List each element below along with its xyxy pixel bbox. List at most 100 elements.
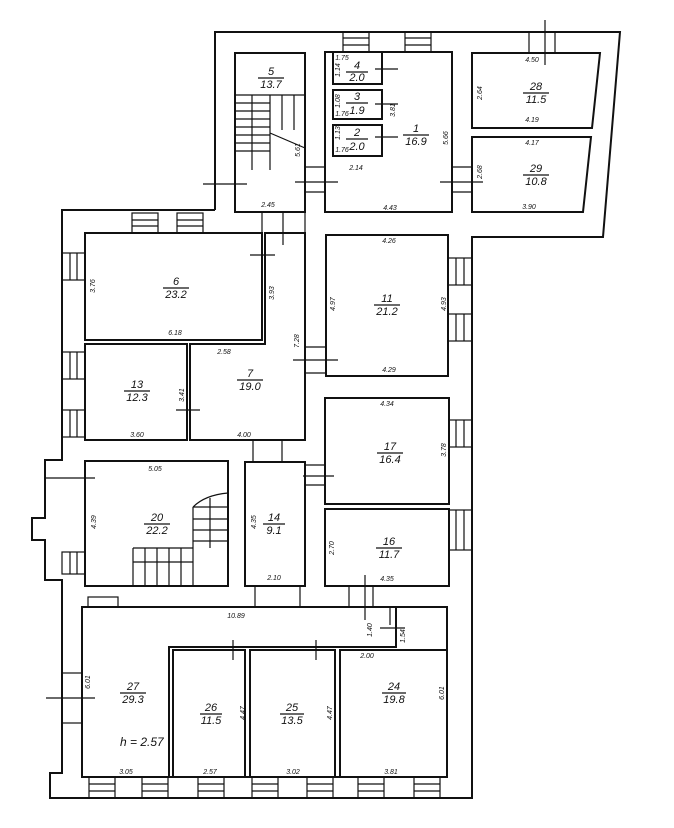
- svg-text:16.4: 16.4: [379, 454, 400, 466]
- dimension: 3.05: [119, 769, 133, 776]
- dimension: 2.70: [329, 541, 336, 556]
- windows: [61, 31, 556, 799]
- room-24: [339, 649, 448, 778]
- dimension: 3.90: [522, 204, 536, 211]
- svg-text:2.0: 2.0: [348, 72, 365, 84]
- dimension: 3.60: [130, 432, 144, 439]
- svg-text:22.2: 22.2: [145, 525, 167, 537]
- exterior-wall: [31, 31, 622, 799]
- svg-text:16: 16: [383, 536, 396, 548]
- svg-text:2: 2: [353, 127, 360, 139]
- svg-text:27: 27: [126, 681, 140, 693]
- dimension: 1.76: [335, 147, 349, 154]
- dimension: 4.00: [237, 432, 251, 439]
- room-28: [471, 52, 602, 129]
- svg-text:23.2: 23.2: [164, 289, 186, 301]
- svg-text:16.9: 16.9: [405, 136, 426, 148]
- dimension: 1.13: [335, 126, 342, 140]
- dimension: 6.01: [85, 675, 92, 689]
- svg-text:17: 17: [384, 441, 397, 453]
- dimension: 4.47: [327, 705, 334, 720]
- dimension: 1.75: [335, 55, 349, 62]
- dimension: 10.89: [227, 613, 245, 620]
- dimension: 2.68: [477, 165, 484, 180]
- ceiling-height-label: h = 2.57: [120, 735, 165, 749]
- svg-text:2.0: 2.0: [348, 141, 365, 153]
- stairs-room-5: [235, 94, 306, 170]
- dimension: 2.00: [359, 653, 374, 660]
- room-17: [324, 397, 450, 505]
- dimension: 6.01: [439, 686, 446, 700]
- svg-text:11.5: 11.5: [526, 94, 547, 106]
- svg-text:13.5: 13.5: [281, 715, 303, 727]
- room-label-4: 42.0: [346, 60, 368, 84]
- rooms: [81, 51, 602, 778]
- svg-text:14: 14: [268, 512, 280, 524]
- dimension: 4.93: [441, 297, 448, 311]
- dimension: 2.10: [266, 575, 281, 582]
- dimension: 2.14: [348, 165, 363, 172]
- svg-text:10.8: 10.8: [525, 176, 547, 188]
- dimension: 4.50: [525, 57, 539, 64]
- svg-text:1: 1: [413, 123, 419, 135]
- dimension: 2.58: [216, 349, 231, 356]
- svg-text:5: 5: [268, 66, 275, 78]
- dimension: 2.64: [477, 86, 484, 101]
- svg-text:20: 20: [150, 512, 164, 524]
- room-label-7: 719.0: [237, 368, 263, 393]
- doors: [45, 20, 546, 699]
- dimension: 4.29: [382, 367, 396, 374]
- dimension: 1.40: [367, 623, 374, 637]
- svg-text:1.9: 1.9: [349, 105, 364, 117]
- dimension: 3.02: [286, 769, 300, 776]
- dimension: 3.78: [441, 443, 448, 457]
- dimension: 4.34: [380, 401, 394, 408]
- svg-text:7: 7: [247, 368, 254, 380]
- dimension: 3.81: [384, 769, 398, 776]
- dimension: 4.26: [382, 238, 396, 245]
- svg-text:26: 26: [204, 702, 218, 714]
- svg-text:13: 13: [131, 379, 144, 391]
- svg-text:11.5: 11.5: [201, 715, 222, 727]
- dimension: 5.66: [443, 131, 450, 145]
- svg-text:29: 29: [529, 163, 542, 175]
- dimension: 1.54: [400, 629, 407, 643]
- svg-text:21.2: 21.2: [375, 306, 397, 318]
- svg-text:4: 4: [354, 60, 360, 72]
- dimension: 2.57: [202, 769, 218, 776]
- room-label-6: 623.2: [163, 276, 189, 301]
- svg-text:25: 25: [285, 702, 299, 714]
- dimension: 4.43: [383, 205, 397, 212]
- dimension: 1.08: [335, 94, 342, 108]
- svg-text:3: 3: [354, 91, 361, 103]
- dimension: 3.81: [390, 103, 397, 117]
- dimension: 4.35: [380, 576, 394, 583]
- dimension: 4.19: [525, 117, 539, 124]
- dimension: 3.76: [90, 279, 97, 293]
- room-label-3: 31.9: [346, 91, 368, 117]
- dimension: 4.17: [525, 140, 540, 147]
- dimension-labels: 1.75 1.14 1.08 1.76 1.13 1.76 3.81 5.66 …: [85, 55, 540, 776]
- dimension: 3.41: [179, 388, 186, 402]
- dimension: 5.05: [148, 466, 162, 473]
- svg-text:12.3: 12.3: [126, 392, 148, 404]
- dimension: 7.28: [294, 334, 301, 348]
- room-16: [324, 508, 450, 587]
- svg-text:24: 24: [387, 681, 400, 693]
- room-label-5: 513.7: [258, 66, 284, 91]
- svg-text:29.3: 29.3: [121, 694, 144, 706]
- dimension: 4.47: [240, 705, 247, 720]
- dimension: 4.39: [91, 515, 98, 529]
- dimension: 6.18: [168, 330, 182, 337]
- room-label-14: 149.1: [263, 512, 285, 537]
- svg-text:19.8: 19.8: [383, 694, 405, 706]
- room-13: [84, 343, 188, 441]
